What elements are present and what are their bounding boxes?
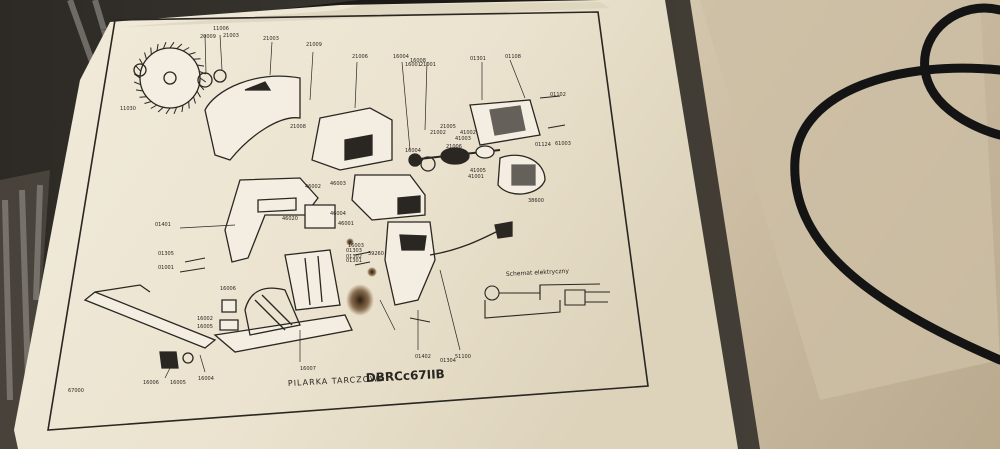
- part-number-label: 16004: [198, 376, 214, 382]
- cord-drawing: [429, 229, 501, 256]
- part-number-label: 21008: [290, 124, 306, 130]
- part-number-label: 46003: [330, 181, 346, 187]
- part-number-label: 01124: [535, 142, 551, 148]
- part-number-label: 21002: [430, 130, 446, 136]
- part-number-label: 46004: [330, 211, 346, 217]
- part-number-label: 01304: [440, 358, 456, 364]
- armature-core-drawing: [440, 147, 470, 165]
- part-number-label: 41003: [455, 136, 471, 142]
- screws-drawing: [179, 95, 566, 323]
- burn-mark-tiny: [346, 238, 354, 246]
- part-number-label: 21001: [420, 62, 436, 68]
- part-number-label: 41002: [460, 130, 476, 136]
- part-number-label: 11030: [120, 106, 136, 112]
- lower-guard-drawing: [244, 287, 301, 336]
- part-number-label: 21006: [446, 144, 462, 150]
- part-number-label: 67000: [68, 388, 84, 394]
- background-metal-tools: [2, 0, 113, 401]
- burn-mark-small: [367, 267, 377, 277]
- part-number-label: 20009: [200, 34, 216, 40]
- poster-model-text: DBRCc67IIB: [365, 367, 445, 385]
- housing-window: [344, 134, 373, 161]
- part-number-label: 21009: [306, 42, 322, 48]
- poster-crease: [120, 2, 610, 27]
- base-plate-drawing: [213, 314, 353, 353]
- part-number-label: 01102: [550, 92, 566, 98]
- part-number-label: 38600: [528, 198, 544, 204]
- part-number-label: 01302: [346, 254, 362, 260]
- part-number-label: 46001: [338, 221, 354, 227]
- rear-handle-drawing: [224, 177, 319, 263]
- part-number-label: 01301: [470, 56, 486, 62]
- part-number-label: 16004: [405, 148, 421, 154]
- flange-drawing: [197, 72, 213, 88]
- saw-blade-drawing: [133, 41, 207, 115]
- switch-drawing: [304, 204, 336, 229]
- part-number-label: 21003: [263, 36, 279, 42]
- flange-drawing-2: [213, 69, 227, 83]
- poster-frame: [47, 11, 649, 431]
- rip-fence-drawing: [83, 291, 217, 349]
- blade-guard-vent: [244, 81, 272, 91]
- electrical-schematic: [484, 283, 610, 319]
- part-number-label: 01001: [158, 265, 174, 271]
- part-number-label: 41001: [468, 174, 484, 180]
- part-number-label: 01305: [158, 251, 174, 257]
- part-number-label: 46002: [305, 184, 321, 190]
- part-number-label: 41005: [470, 168, 486, 174]
- part-number-label: 01108: [505, 54, 521, 60]
- part-number-label: 16004: [393, 54, 409, 60]
- schematic-label-text: Schemat elektryczny: [506, 268, 570, 278]
- part-number-label: 16005: [197, 324, 213, 330]
- fence-clamp-drawing: [159, 351, 179, 369]
- background-cardboard-sheet: [700, 0, 1000, 400]
- part-number-label: 21005: [440, 124, 456, 130]
- part-number-label: 01301: [346, 258, 362, 264]
- depth-guide-drawing: [284, 249, 341, 311]
- part-number-label: 46020: [282, 216, 298, 222]
- part-number-label: 16007: [300, 366, 316, 372]
- burn-mark: [346, 284, 374, 316]
- part-number-label: 16003: [348, 243, 364, 249]
- part-number-label: 01401: [155, 222, 171, 228]
- part-number-label: 39260: [368, 251, 384, 257]
- part-number-label: 51100: [455, 354, 471, 360]
- part-number-label: 21003: [223, 33, 239, 39]
- part-number-label: 21006: [352, 54, 368, 60]
- exploded-diagram: [83, 34, 610, 379]
- part-number-label: 11006: [213, 26, 229, 32]
- blade-guard-drawing: [204, 75, 301, 161]
- leader-lines: [164, 34, 526, 379]
- part-number-label: 16001: [405, 62, 421, 68]
- electric-cable: [790, 3, 1000, 365]
- part-number-label: 16006: [220, 286, 236, 292]
- part-number-label: 16002: [197, 316, 213, 322]
- washer-drawing: [133, 63, 147, 77]
- part-number-label: 16008: [410, 58, 426, 64]
- part-number-label: 01303: [346, 248, 362, 254]
- part-number-labels: 11030 11006 20009 21003 21003 21009 21006 16004…: [68, 26, 571, 394]
- part-number-label: 16005: [170, 380, 186, 386]
- part-number-label: 61003: [555, 141, 571, 147]
- part-number-label: 16006: [143, 380, 159, 386]
- part-number-label: 01402: [415, 354, 431, 360]
